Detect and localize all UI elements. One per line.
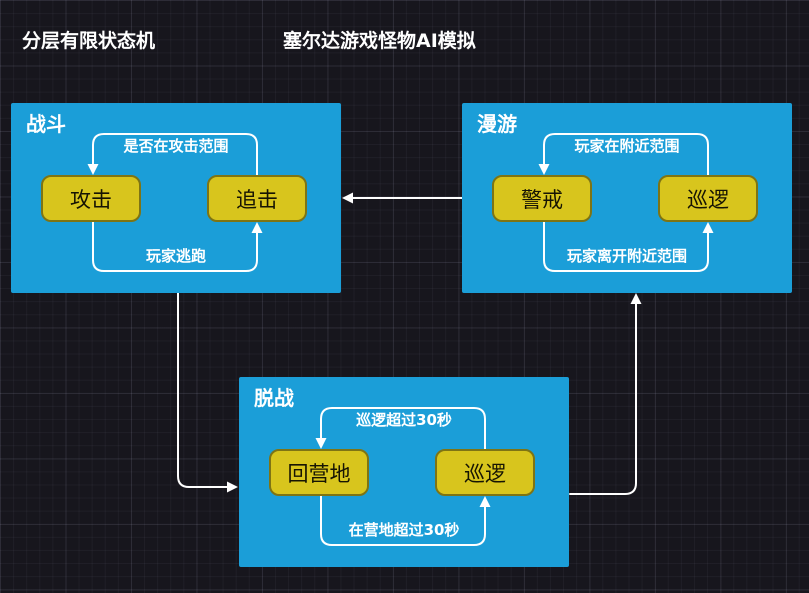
arrow-roam-to-combat	[342, 192, 463, 204]
state-loop-arrows	[315, 407, 491, 546]
arrow-disengage-to-roam	[569, 293, 642, 495]
state-node-chase[interactable]: 追击	[207, 175, 307, 222]
machine-title-combat: 战斗	[26, 112, 66, 136]
loop-arrow-top-head	[87, 164, 99, 175]
transition-label-in-attack-range: 是否在攻击范围	[123, 137, 229, 155]
arrow-combat-to-disengage-line	[177, 292, 229, 488]
arrow-combat-to-disengage-head	[227, 481, 238, 493]
state-node-patrol[interactable]: 巡逻	[658, 175, 758, 222]
state-loop-arrows	[87, 133, 263, 272]
transition-label-patrol-over-30s: 巡逻超过30秒	[356, 411, 452, 429]
arrow-disengage-to-roam-head	[630, 293, 642, 304]
loop-arrow-top	[320, 407, 486, 449]
state-node-attack[interactable]: 攻击	[41, 175, 141, 222]
state-node-patrol-2[interactable]: 巡逻	[435, 449, 535, 496]
transition-label-camp-over-30s: 在营地超过30秒	[348, 521, 460, 539]
machine-title-disengage: 脱战	[254, 386, 294, 410]
loop-arrow-bottom-head	[702, 222, 714, 233]
loop-arrow-bottom	[543, 222, 709, 272]
loop-arrow-top	[543, 133, 709, 175]
state-machine-disengage[interactable]: 脱战 巡逻超过30秒 在营地超过30秒 回营地 巡逻	[239, 377, 569, 567]
loop-arrow-bottom	[92, 222, 258, 272]
loop-arrow-bottom-head	[251, 222, 263, 233]
loop-arrow-top-head	[538, 164, 550, 175]
transition-label-player-flees: 玩家逃跑	[145, 247, 206, 265]
state-machine-combat[interactable]: 战斗 是否在攻击范围 玩家逃跑 攻击 追击	[11, 103, 341, 293]
arrow-roam-to-combat-head	[342, 192, 353, 204]
loop-arrow-top	[92, 133, 258, 175]
state-machine-roam[interactable]: 漫游 玩家在附近范围 玩家离开附近范围 警戒 巡逻	[462, 103, 792, 293]
arrow-disengage-to-roam-line	[569, 303, 637, 495]
loop-arrow-bottom-head	[479, 496, 491, 507]
loop-arrow-bottom	[320, 496, 486, 546]
arrow-combat-to-disengage	[177, 292, 238, 493]
transition-label-player-leaves: 玩家离开附近范围	[566, 247, 687, 265]
machine-title-roam: 漫游	[477, 112, 517, 136]
state-loop-arrows	[538, 133, 714, 272]
transition-label-player-nearby: 玩家在附近范围	[574, 137, 680, 155]
state-node-alert[interactable]: 警戒	[492, 175, 592, 222]
state-node-return-camp[interactable]: 回营地	[269, 449, 369, 496]
loop-arrow-top-head	[315, 438, 327, 449]
page-title-right: 塞尔达游戏怪物AI模拟	[283, 30, 476, 52]
page-title-left: 分层有限状态机	[22, 30, 156, 52]
